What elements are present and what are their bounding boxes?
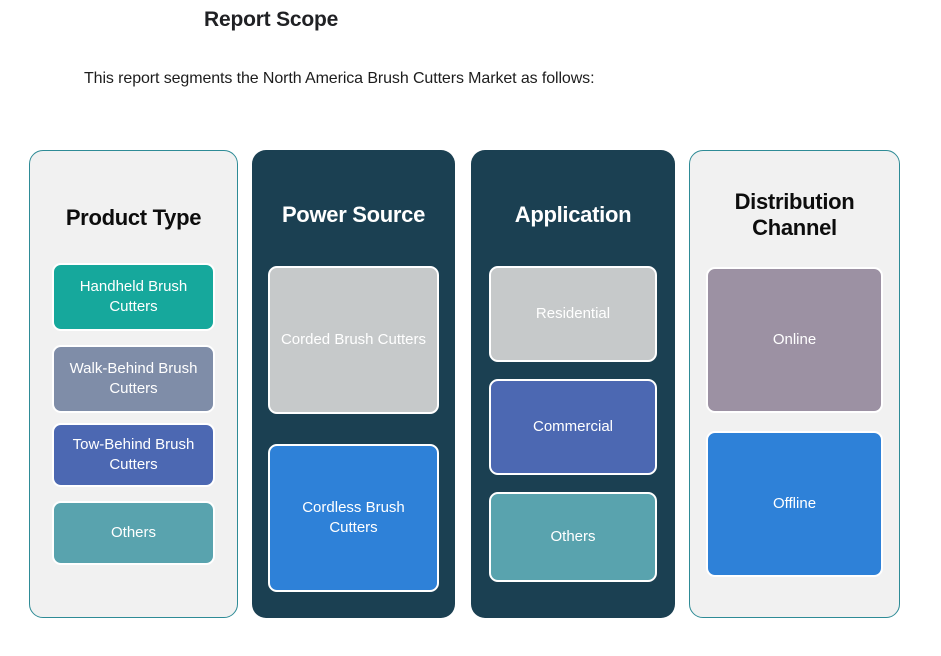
segment-box[interactable]: Commercial bbox=[489, 378, 657, 475]
segment-box[interactable]: Cordless Brush Cutters bbox=[268, 443, 439, 592]
segment-box[interactable]: Residential bbox=[489, 265, 657, 362]
page-title: Report Scope bbox=[204, 8, 339, 31]
page-subtitle: This report segments the North America B… bbox=[84, 70, 595, 87]
column-title-distribution-channel: Distribution Channel bbox=[734, 189, 855, 240]
segment-box[interactable]: Walk-Behind Brush Cutters bbox=[52, 344, 215, 413]
segment-box[interactable]: Offline bbox=[706, 430, 883, 577]
segment-box[interactable]: Handheld Brush Cutters bbox=[52, 262, 215, 331]
column-title-product-type: Product Type bbox=[65, 205, 202, 230]
segment-box[interactable]: Online bbox=[706, 266, 883, 413]
column-title-power-source: Power Source bbox=[281, 202, 426, 227]
segment-box[interactable]: Tow-Behind Brush Cutters bbox=[52, 422, 215, 487]
segment-box[interactable]: Corded Brush Cutters bbox=[268, 265, 439, 414]
column-title-application: Application bbox=[514, 202, 632, 227]
segment-box[interactable]: Others bbox=[489, 491, 657, 582]
segment-box[interactable]: Others bbox=[52, 500, 215, 565]
